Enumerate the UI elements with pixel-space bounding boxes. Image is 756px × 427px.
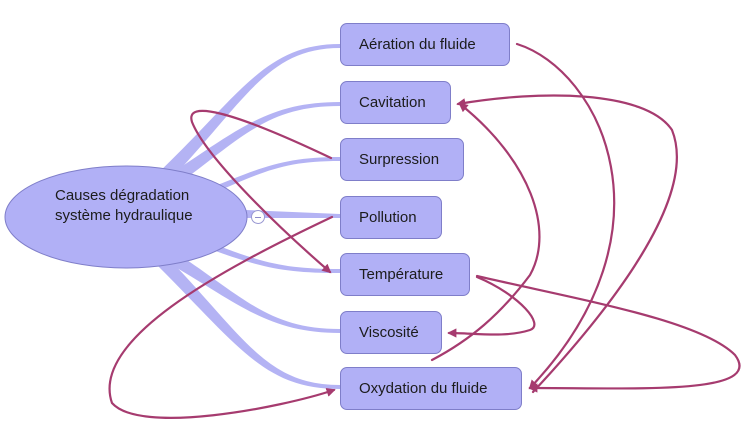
branch-oxydation (158, 262, 340, 389)
relation-surpression-temperature (190, 109, 333, 274)
node-cavitation[interactable]: Cavitation (340, 81, 451, 124)
relation-aeration-oxydation (515, 42, 616, 390)
branch-viscosite (172, 258, 340, 333)
node-cavitation-label: Cavitation (359, 94, 426, 111)
root-node-shape[interactable] (4, 165, 248, 269)
relation-arrows (108, 42, 741, 419)
relation-pollution-oxydation (108, 215, 336, 419)
node-aeration-label: Aération du fluide (359, 36, 476, 53)
node-pollution-label: Pollution (359, 209, 417, 226)
node-pollution[interactable]: Pollution (340, 196, 442, 239)
relation-viscosite-cavitation (430, 102, 541, 362)
node-surpression[interactable]: Surpression (340, 138, 464, 181)
node-temperature-label: Température (359, 266, 444, 283)
node-surpression-label: Surpression (359, 151, 440, 168)
relation-oxydation-cavitation (456, 94, 678, 394)
node-viscosite[interactable]: Viscosité (340, 311, 442, 354)
node-aeration[interactable]: Aération du fluide (340, 23, 510, 66)
branch-aeration (158, 44, 340, 178)
node-temperature[interactable]: Température (340, 253, 470, 296)
node-oxydation[interactable]: Oxydation du fluide (340, 367, 522, 410)
node-viscosite-label: Viscosité (359, 324, 419, 341)
branch-surpression (210, 157, 340, 193)
relation-temperature-oxydation (475, 274, 741, 393)
node-oxydation-label: Oxydation du fluide (359, 380, 488, 397)
branch-cavitation (172, 102, 340, 180)
collapse-toggle[interactable] (251, 210, 265, 224)
root-node-label: Causes dégradation système hydraulique (55, 187, 193, 224)
